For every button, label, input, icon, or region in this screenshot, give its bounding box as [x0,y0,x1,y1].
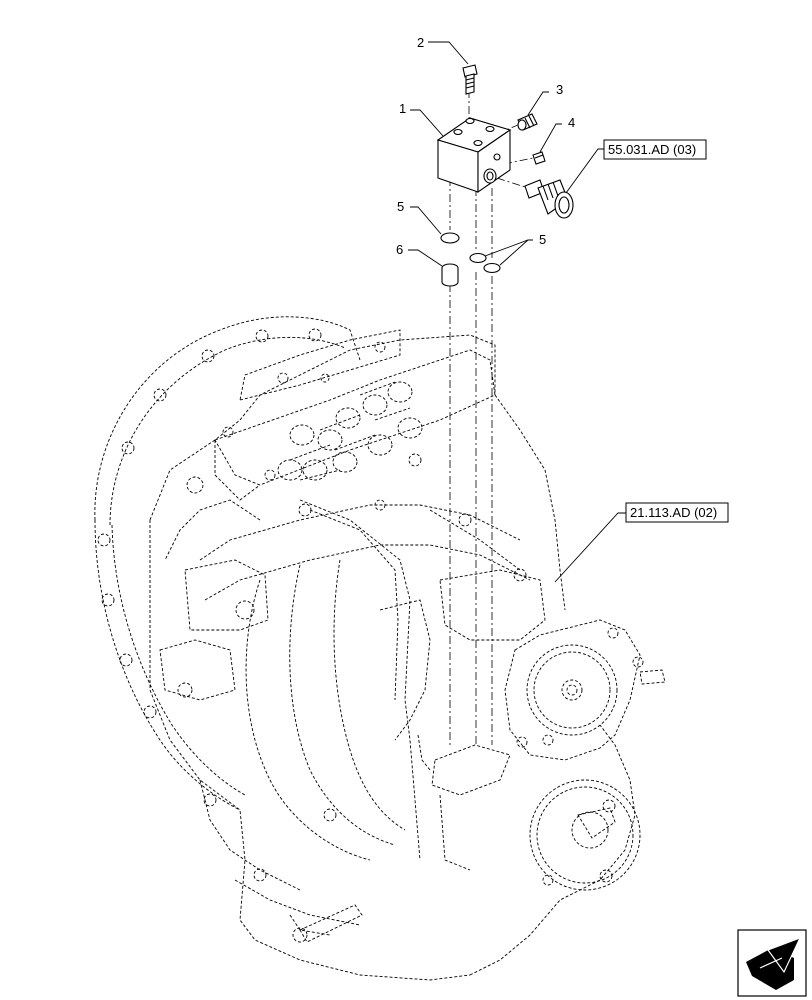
callout-labels: 2 3 4 1 5 6 5 [396,35,575,257]
leader-lines [408,41,626,583]
callout-4: 4 [568,115,575,130]
part-6-sleeve [441,263,459,287]
callout-5-left: 5 [397,199,404,214]
control-valve-assembly [164,329,521,861]
flange-bolt-lugs [97,328,322,719]
lower-cover [529,779,641,891]
part-1-valve-block [436,117,512,194]
callout-2: 2 [417,35,424,50]
part-3-fitting [517,113,538,131]
part-5-o-rings [440,232,501,274]
part-2-bolt [462,64,478,95]
part-4-plug [532,151,546,165]
reference-label-sensor[interactable]: 55.031.AD (03) [608,142,696,157]
pressure-sensor [524,179,574,219]
solenoid-coils [277,381,423,481]
navigation-arrow-icon[interactable] [737,929,807,997]
reference-box-transmission[interactable]: 21.113.AD (02) [625,502,729,523]
callout-5-right: 5 [539,232,546,247]
rear-flange [504,619,666,761]
callout-3: 3 [556,82,563,97]
transmission-housing [94,316,666,981]
reference-box-sensor[interactable]: 55.031.AD (03) [603,139,707,160]
housing-bolts [177,476,527,943]
reference-label-transmission[interactable]: 21.113.AD (02) [630,505,717,520]
callout-1: 1 [399,101,406,116]
callout-6: 6 [396,242,403,257]
